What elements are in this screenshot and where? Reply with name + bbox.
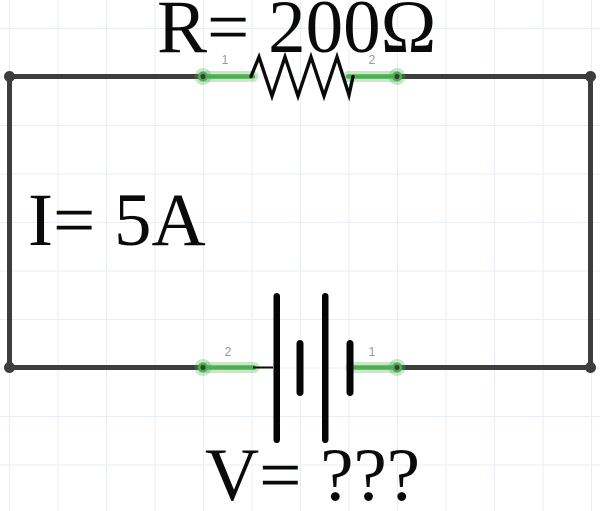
battery-terminal-2-number: 2 [224,345,232,359]
current-value-label[interactable]: I= 5A [28,179,206,262]
battery-plate-long-left[interactable] [273,293,281,443]
resistor-symbol[interactable] [249,51,355,102]
battery-terminal-1-number: 1 [368,345,376,359]
resistor-terminal-2-dot[interactable] [388,68,406,85]
wire-loop[interactable] [7,74,593,370]
resistor-terminal-2-number: 2 [368,53,376,67]
voltage-value-label[interactable]: V= ??? [205,434,421,511]
battery-terminal-1-dot[interactable] [388,359,406,376]
wire-junction-dots [4,71,596,373]
battery-symbol[interactable] [253,293,354,443]
resistor-terminal-1-number: 1 [221,53,229,67]
battery-plate-long-right[interactable] [322,293,329,443]
junction-dot-bottom-left [4,362,15,373]
terminal-highlight-wires[interactable] [200,74,400,370]
terminal-highlight-halo [197,71,403,373]
junction-dot-top-right [585,71,596,82]
resistance-value-label[interactable]: R= 200Ω [157,0,437,69]
junction-dot-bottom-right [585,362,596,373]
battery-plate-short-right[interactable] [346,340,354,396]
resistor-terminal-1-dot[interactable] [194,68,212,85]
battery-plate-short-left[interactable] [296,340,304,396]
terminal-dots[interactable] [194,68,406,376]
junction-dot-top-left [4,71,15,82]
battery-terminal-2-dot[interactable] [194,359,212,376]
